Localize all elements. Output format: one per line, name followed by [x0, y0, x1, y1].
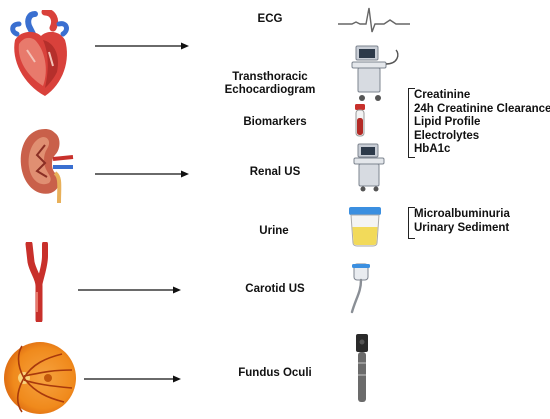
list-item: Urinary Sediment — [414, 221, 510, 234]
fundus-oculi-label: Fundus Oculi — [238, 367, 312, 379]
ecg-label: ECG — [257, 13, 283, 25]
biomarkers-label: Biomarkers — [243, 116, 307, 128]
list-item: Electrolytes — [414, 129, 480, 142]
carotid-artery-icon — [25, 242, 48, 322]
ophthalmoscope-icon — [356, 334, 368, 402]
arrow-artery-to-carotid-us — [78, 286, 181, 294]
carotid-us-label: Carotid US — [245, 283, 305, 295]
list-item: Lipid Profile — [414, 116, 481, 128]
urine-bracket — [408, 207, 415, 239]
kidney-icon — [20, 129, 74, 204]
heart-icon — [10, 10, 69, 96]
list-item: 24h Creatinine Clearance — [414, 102, 550, 115]
retina-fundus-icon — [4, 342, 76, 414]
ultrasound-probe-icon — [350, 263, 370, 314]
urine-label: Urine — [259, 225, 289, 237]
list-item: HbA1c — [414, 143, 451, 155]
echocardiogram-label-line1: Transthoracic — [232, 71, 308, 83]
urine-cup-icon — [349, 207, 381, 247]
biomarkers-results-list: Creatinine 24h Creatinine Clearance Lipi… — [414, 89, 550, 157]
urine-results-list: Microalbuminuria Urinary Sediment — [414, 208, 510, 235]
renal-us-label: Renal US — [249, 166, 301, 178]
list-item: Creatinine — [414, 89, 471, 101]
arrow-kidney-to-renal-us — [95, 170, 189, 178]
list-item: Microalbuminuria — [414, 208, 510, 220]
ecg-trace-icon — [338, 7, 410, 33]
ultrasound-machine-icon — [351, 45, 399, 101]
biomarkers-bracket — [408, 88, 415, 158]
blood-tube-icon — [355, 104, 365, 137]
ultrasound-machine-icon-renal — [353, 143, 385, 192]
arrow-retina-to-fundus — [84, 375, 181, 383]
echocardiogram-label-line2: Echocardiogram — [224, 84, 316, 96]
echocardiogram-label: Transthoracic Echocardiogram — [205, 71, 335, 97]
arrow-heart-to-ecg — [95, 42, 189, 50]
